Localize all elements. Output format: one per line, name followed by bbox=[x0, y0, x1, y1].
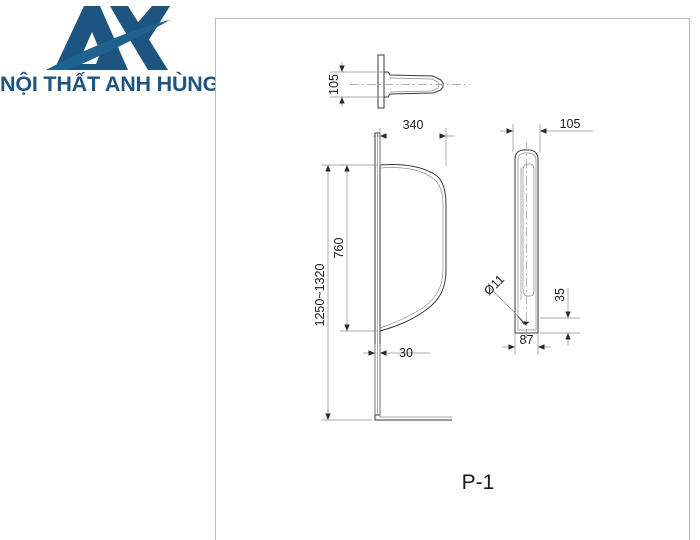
brand-logo: NỘI THẤT ANH HÙNG bbox=[0, 0, 220, 115]
drawing-frame bbox=[215, 18, 690, 540]
anh-hung-monogram-icon bbox=[44, 4, 170, 72]
brand-name: NỘI THẤT ANH HÙNG bbox=[0, 72, 220, 96]
